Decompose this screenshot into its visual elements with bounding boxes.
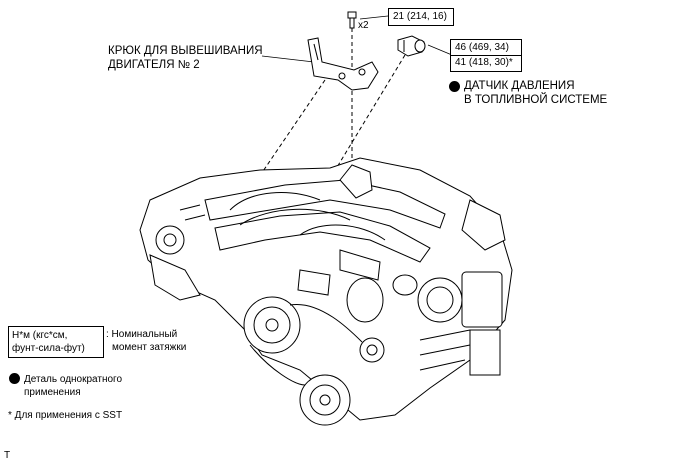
single-use-line1: Деталь однократного <box>24 374 123 385</box>
dashed-leaders <box>239 28 406 221</box>
sensor-torque-value-2: 41 (418, 30)* <box>455 57 513 68</box>
engine-hook-icon <box>307 37 379 91</box>
sensor-torque-box: 46 (469, 34) 41 (418, 30)* <box>450 39 522 72</box>
hook-label: КРЮК ДЛЯ ВЫВЕШИВАНИЯ ДВИГАТЕЛЯ № 2 <box>108 44 263 72</box>
fuel-pressure-sensor-icon <box>397 35 426 57</box>
solid-leaders <box>261 15 453 63</box>
bolt-quantity: x2 <box>358 20 369 31</box>
hook-label-line1: КРЮК ДЛЯ ВЫВЕШИВАНИЯ <box>108 45 263 57</box>
single-use-legend: Деталь однократного применения <box>24 373 122 399</box>
sst-note: * Для применения с SST <box>8 410 123 421</box>
sensor-torque-value-1: 46 (469, 34) <box>455 42 509 53</box>
bolt-torque-box: 21 (214, 16) <box>388 8 454 26</box>
single-use-line2: применения <box>24 387 81 398</box>
torque-unit-line1: Н*м (кгс*см, <box>12 330 68 341</box>
bolt-torque-value: 21 (214, 16) <box>393 11 447 22</box>
sensor-label: ДАТЧИК ДАВЛЕНИЯ В ТОПЛИВНОЙ СИСТЕМЕ <box>464 79 607 107</box>
torque-unit-desc-line1: : Номинальный <box>106 329 178 340</box>
corner-mark: T <box>4 450 11 461</box>
torque-unit-description: : Номинальный момент затяжки <box>106 328 186 354</box>
sensor-label-line2: В ТОПЛИВНОЙ СИСТЕМЕ <box>464 94 608 106</box>
single-use-dot-icon <box>449 81 460 92</box>
hook-label-line2: ДВИГАТЕЛЯ № 2 <box>108 59 200 71</box>
bolt-icon <box>347 11 357 29</box>
torque-unit-line2: фунт-сила-фут) <box>12 343 85 354</box>
torque-unit-box: Н*м (кгс*см, фунт-сила-фут) <box>8 326 104 358</box>
engine-block-icon <box>139 157 513 426</box>
sensor-torque-divider <box>451 55 521 56</box>
torque-unit-desc-line2: момент затяжки <box>112 342 187 353</box>
legend-single-use-dot-icon <box>9 373 20 384</box>
sensor-label-line1: ДАТЧИК ДАВЛЕНИЯ <box>464 80 575 92</box>
